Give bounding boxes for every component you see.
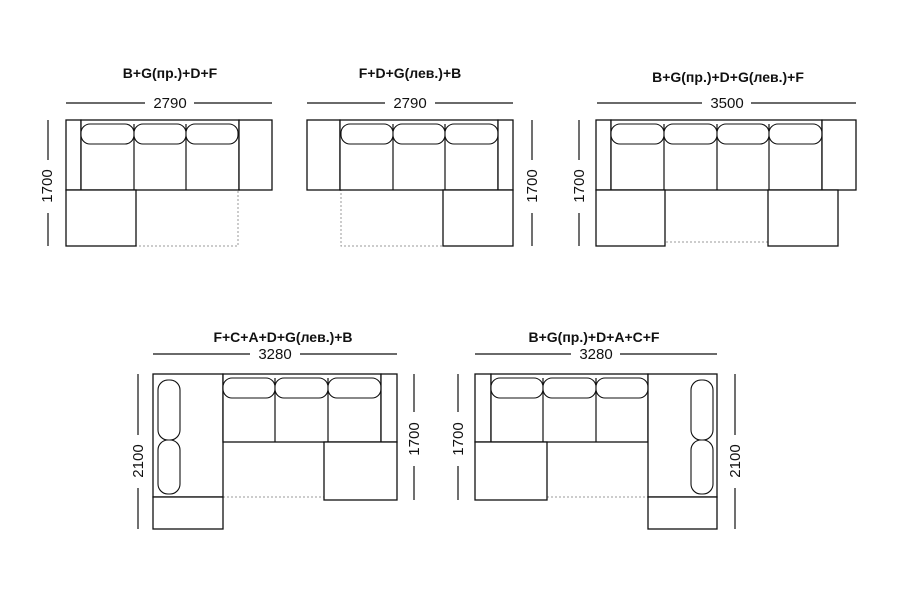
layout-1-width-dimension: 2790 <box>66 95 272 112</box>
layout-2-cushion <box>444 123 499 145</box>
layout-5-cushion <box>595 377 649 399</box>
layout-5-pullout-area <box>545 441 649 498</box>
layout-1-cushion <box>80 123 135 145</box>
layout-5-side-cushion <box>690 379 714 441</box>
layout-5-side-cushion <box>690 439 714 495</box>
layout-1-cushion <box>185 123 239 145</box>
layout-3-chaise-left <box>595 189 666 247</box>
layout-4-pullout-area <box>221 441 325 498</box>
layout-2-cushion <box>392 123 446 145</box>
layout-3-armrest-left <box>595 119 612 191</box>
layout-1-cushion <box>133 123 187 145</box>
layout-1-armrest-left <box>65 119 82 191</box>
layout-4-cushion <box>274 377 329 399</box>
layout-3-cushion <box>768 123 823 145</box>
layout-3-depth-dimension: 1700 <box>571 120 588 246</box>
layout-5-sofa <box>474 373 718 530</box>
layout-4-right-depth-label: 1700 <box>406 422 423 455</box>
layout-3-depth-label: 1700 <box>571 169 588 202</box>
layout-3-sofa <box>595 119 857 247</box>
layout-4-cushion <box>222 377 276 399</box>
layout-3-width-label: 3500 <box>710 95 743 112</box>
layout-5-width-dimension: 3280 <box>475 346 717 363</box>
layout-5-end-module <box>647 496 718 530</box>
layout-1-depth-dimension: 1700 <box>39 120 56 246</box>
layout-4-cushion <box>327 377 382 399</box>
layout-3-chaise-right <box>767 189 839 247</box>
layout-3-width-dimension: 3500 <box>597 95 856 112</box>
layout-5-width-label: 3280 <box>579 346 612 363</box>
layout-3-cushion <box>663 123 718 145</box>
layout-4-armrest-right <box>380 373 398 443</box>
layout-2-end-module <box>306 119 341 191</box>
layout-2-depth-label: 1700 <box>524 169 541 202</box>
layout-2-width-dimension: 2790 <box>307 95 513 112</box>
layout-2-cushion <box>340 123 394 145</box>
layout-4-title: F+C+A+D+G(лев.)+B <box>213 329 352 345</box>
layout-4-sofa <box>152 373 398 530</box>
layout-1-sofa <box>65 119 273 247</box>
layout-2: F+D+G(лев.)+B 2790 1700 <box>306 65 541 247</box>
layout-5-armrest-left <box>474 373 492 443</box>
layout-3-title: B+G(пр.)+D+G(лев.)+F <box>652 69 804 85</box>
layout-1-title: B+G(пр.)+D+F <box>123 65 218 81</box>
layout-4: F+C+A+D+G(лев.)+B 3280 2100 1700 <box>130 329 423 530</box>
layout-4-width-label: 3280 <box>258 346 291 363</box>
layout-5: B+G(пр.)+D+A+C+F 3280 1700 2100 <box>450 329 744 530</box>
layout-1-end-module <box>238 119 273 191</box>
layout-4-end-module <box>152 496 224 530</box>
layout-3-cushion <box>610 123 665 145</box>
layout-5-left-depth-dimension: 1700 <box>450 374 467 500</box>
layout-2-chaise <box>442 189 514 247</box>
layout-5-title: B+G(пр.)+D+A+C+F <box>529 329 660 345</box>
layout-4-side-cushion <box>157 439 181 495</box>
layout-5-right-depth-dimension: 2100 <box>727 374 744 529</box>
layout-3-pullout-area <box>664 188 769 243</box>
layout-4-left-depth-label: 2100 <box>130 444 147 477</box>
layout-4-width-dimension: 3280 <box>153 346 397 363</box>
layout-3-end-module <box>821 119 857 191</box>
layout-2-depth-dimension: 1700 <box>524 120 541 246</box>
layout-5-cushion <box>542 377 597 399</box>
layout-2-pullout-area <box>340 188 444 247</box>
layout-4-right-depth-dimension: 1700 <box>406 374 423 500</box>
layout-3-cushion <box>716 123 770 145</box>
layout-1-depth-label: 1700 <box>39 169 56 202</box>
layout-4-left-depth-dimension: 2100 <box>130 374 147 529</box>
layout-2-armrest-right <box>497 119 514 191</box>
layout-5-cushion <box>490 377 544 399</box>
layout-1-width-label: 2790 <box>153 95 186 112</box>
layout-5-left-depth-label: 1700 <box>450 422 467 455</box>
layout-1-chaise <box>65 189 137 247</box>
layout-5-chaise <box>474 441 548 501</box>
layout-2-sofa <box>306 119 514 247</box>
layout-4-chaise <box>323 441 398 501</box>
layout-3: B+G(пр.)+D+G(лев.)+F 3500 1700 <box>571 69 857 247</box>
layout-2-title: F+D+G(лев.)+B <box>359 65 462 81</box>
layout-1-pullout-area <box>135 188 239 247</box>
layout-5-right-depth-label: 2100 <box>727 444 744 477</box>
layout-4-side-cushion <box>157 379 181 441</box>
layout-2-width-label: 2790 <box>393 95 426 112</box>
layout-1: B+G(пр.)+D+F 2790 1700 <box>39 65 273 247</box>
